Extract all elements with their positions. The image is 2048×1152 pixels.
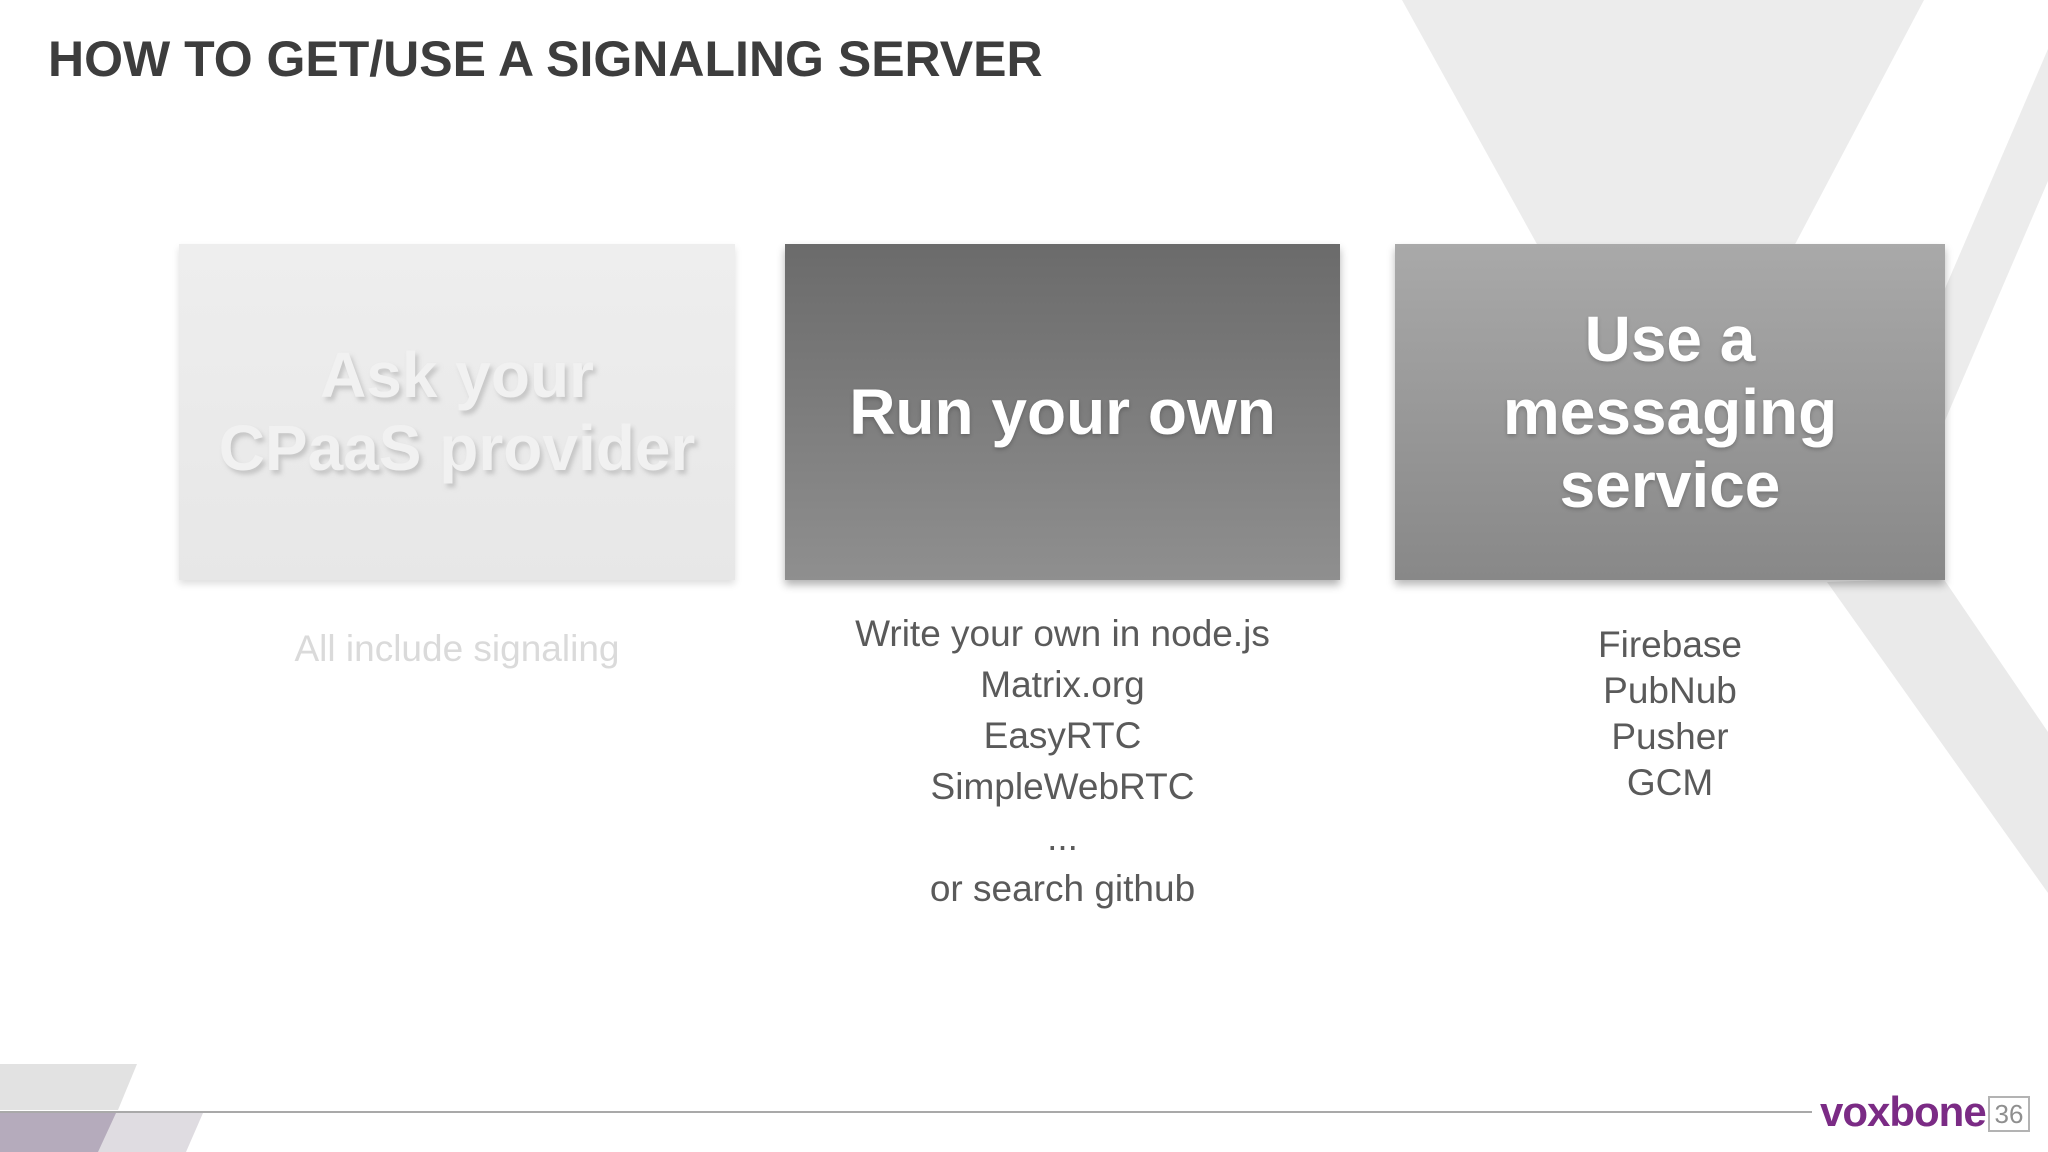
page-title: HOW TO GET/USE A SIGNALING SERVER bbox=[48, 31, 1043, 87]
note-line: All include signaling bbox=[294, 628, 620, 669]
card-run-your-own: Run your own bbox=[785, 244, 1340, 580]
corner-shape-purple-icon bbox=[0, 1113, 116, 1152]
card-heading-line: messaging bbox=[1502, 375, 1838, 448]
page-number-badge: 36 bbox=[1988, 1096, 2030, 1132]
card-heading-line: Use a bbox=[1584, 302, 1756, 375]
notes-cpaas: All include signaling bbox=[179, 624, 735, 674]
note-line: GCM bbox=[1626, 762, 1714, 803]
card-heading-line: Ask your bbox=[320, 339, 594, 411]
note-line: PubNub bbox=[1603, 670, 1737, 711]
note-line: or search github bbox=[929, 868, 1196, 909]
corner-shape-gray-top-icon bbox=[0, 1064, 137, 1110]
card-heading-line: Run your own bbox=[849, 375, 1276, 448]
note-line: Write your own in node.js bbox=[855, 613, 1270, 654]
note-line: Pusher bbox=[1611, 716, 1729, 757]
card-run-your-own-heading: Run your own bbox=[849, 376, 1276, 449]
card-heading-line: CPaaS provider bbox=[218, 412, 696, 484]
note-line: SimpleWebRTC bbox=[930, 766, 1195, 807]
page-number: 36 bbox=[1994, 1098, 2024, 1129]
note-line: Firebase bbox=[1598, 624, 1742, 665]
corner-shape-gray-bottom-icon bbox=[0, 1113, 203, 1152]
card-heading-line: service bbox=[1559, 448, 1781, 521]
note-line: ... bbox=[1047, 817, 1078, 858]
footer-divider bbox=[0, 1111, 1812, 1113]
note-line: EasyRTC bbox=[983, 715, 1142, 756]
note-line: Matrix.org bbox=[980, 664, 1145, 705]
brand-logo: voxbone bbox=[1820, 1088, 1987, 1135]
